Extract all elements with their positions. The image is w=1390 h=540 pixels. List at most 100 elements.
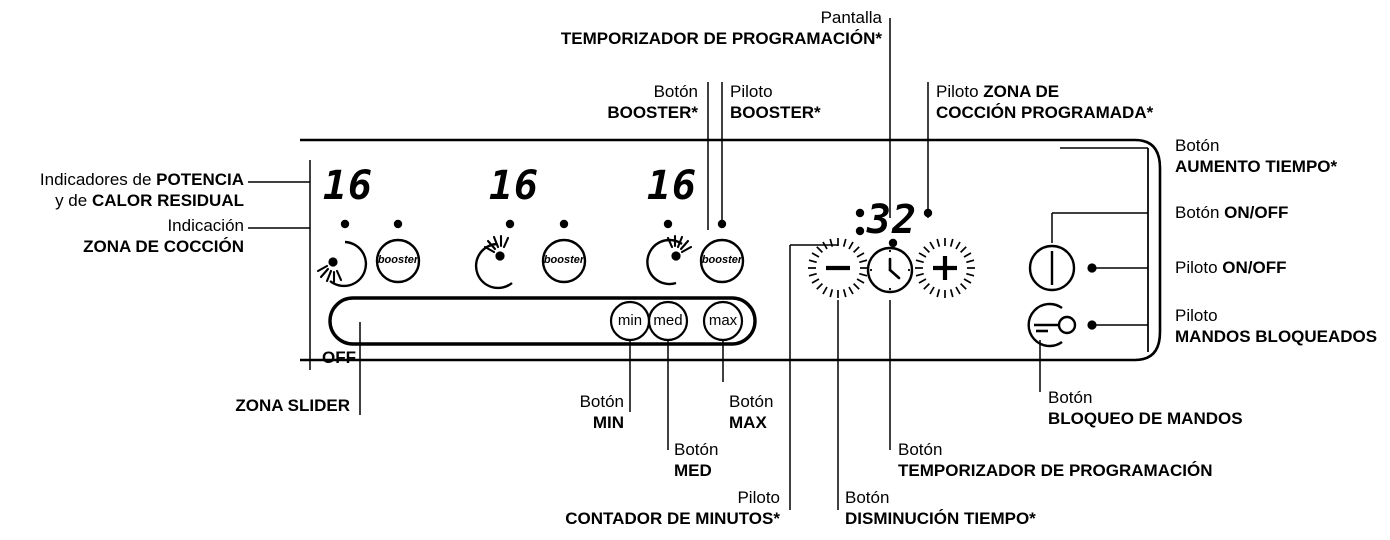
cooking-zone-knob-icon — [474, 242, 513, 290]
slider-max-label[interactable]: max — [708, 312, 738, 329]
callout-boton-bloqueo: Botón BLOQUEO DE MANDOS — [1048, 388, 1348, 430]
timer-clock-button[interactable] — [866, 246, 914, 294]
callout-piloto-onoff-normal: Piloto — [1175, 258, 1223, 277]
callout-boton-booster: Botón BOOSTER* — [480, 82, 698, 124]
callout-contador-line2: CONTADOR DE MINUTOS* — [565, 508, 780, 528]
callout-boton-med: Botón MED — [674, 440, 798, 482]
cooking-zone-1 — [316, 219, 421, 288]
slider-zone[interactable] — [328, 296, 757, 346]
callout-disminucion-line1: Botón — [845, 488, 890, 507]
timer-colon-dot-top — [855, 208, 865, 218]
callout-boton-aumento: Botón AUMENTO TIEMPO* — [1175, 136, 1390, 178]
callout-disminucion-line2: DISMINUCIÓN TIEMPO* — [845, 508, 1036, 528]
callout-piloto-booster-line1: Piloto — [730, 82, 773, 101]
zone-2-pilot-dot — [505, 219, 515, 229]
callout-zona-prog-line1-normal: Piloto — [936, 82, 984, 101]
callout-bloqueo-line2: BLOQUEO DE MANDOS — [1048, 408, 1243, 428]
cooking-zone-2 — [474, 219, 587, 290]
callout-piloto-onoff: Piloto ON/OFF — [1175, 258, 1390, 279]
callout-mandos-line1: Piloto — [1175, 306, 1218, 325]
leader-lines — [248, 18, 1149, 510]
cooking-zone-3 — [646, 219, 745, 286]
zone-3-booster-label: booster — [701, 254, 743, 266]
callout-zona-slider: ZONA SLIDER — [120, 396, 350, 417]
controls-lock-pilot-dot — [1087, 320, 1097, 330]
key-lock-icon — [1027, 302, 1063, 348]
callout-zona-coccion: Indicación ZONA DE COCCIÓN — [0, 216, 244, 258]
callout-potencia-line1-normal: Indicadores de — [39, 170, 157, 189]
callout-potencia-line2-normal: y de — [55, 190, 92, 210]
callout-aumento-line2: AUMENTO TIEMPO* — [1175, 156, 1338, 176]
callout-piloto-zona-programada: Piloto ZONA DE COCCIÓN PROGRAMADA* — [936, 82, 1276, 124]
control-panel-outline — [300, 138, 1162, 362]
zone-3-booster-pilot-dot — [717, 219, 727, 229]
callout-zona-coccion-line1: Indicación — [167, 216, 244, 235]
clock-icon — [866, 246, 914, 294]
programmed-zone-pilot-dot — [923, 208, 933, 218]
callout-potencia-line2-bold: CALOR RESIDUAL — [91, 190, 244, 210]
callout-piloto-booster-line2: BOOSTER* — [730, 102, 821, 122]
callout-piloto-mandos-bloqueados: Piloto MANDOS BLOQUEADOS — [1175, 306, 1390, 348]
zone-1-booster-pilot-dot — [393, 219, 403, 229]
callout-med-line2: MED — [674, 460, 712, 480]
callout-temporizador-line1: Botón — [898, 440, 943, 459]
slider-med-circle[interactable] — [647, 300, 689, 342]
callout-min-line1: Botón — [579, 392, 624, 411]
cooking-zone-knob-icon — [329, 240, 368, 288]
timer-minute-counter-pilot-dot — [888, 238, 898, 248]
callout-potencia: Indicadores de POTENCIA y de CALOR RESID… — [0, 170, 244, 212]
zone-1-booster-label: booster — [377, 254, 419, 266]
zone-1-power-display: 16 — [322, 163, 374, 209]
callout-zona-coccion-line2: ZONA DE COCCIÓN — [83, 236, 244, 256]
zone-2-booster-button[interactable] — [541, 238, 587, 284]
zone-1-knob-button[interactable] — [316, 240, 368, 288]
zone-1-booster-button[interactable] — [375, 238, 421, 284]
callout-piloto-booster: Piloto BOOSTER* — [730, 82, 950, 124]
callout-boton-max: Botón MAX — [729, 392, 853, 434]
callout-boton-onoff-bold: ON/OFF — [1224, 203, 1289, 222]
timer-colon-dot-bottom — [855, 226, 865, 236]
callout-boton-temporizador: Botón TEMPORIZADOR DE PROGRAMACIÓN — [898, 440, 1278, 482]
callout-zona-prog-line2: COCCIÓN PROGRAMADA* — [936, 102, 1154, 122]
callout-boton-onoff-normal: Botón — [1175, 203, 1225, 222]
callout-boton-booster-line2: BOOSTER* — [607, 102, 698, 122]
controls-lock-button[interactable] — [1027, 302, 1077, 348]
callout-boton-onoff: Botón ON/OFF — [1175, 203, 1390, 224]
zone-3-booster-button[interactable] — [699, 238, 745, 284]
zone-1-pilot-dot — [340, 219, 350, 229]
zone-3-pilot-dot — [663, 219, 673, 229]
zone-2-booster-label: booster — [543, 254, 585, 266]
callout-piloto-onoff-bold: ON/OFF — [1222, 258, 1287, 277]
callout-temporizador-line2: TEMPORIZADOR DE PROGRAMACIÓN — [898, 460, 1213, 480]
power-onoff-button[interactable] — [1028, 244, 1076, 292]
callout-mandos-line2: MANDOS BLOQUEADOS — [1175, 326, 1378, 346]
slider-off-label: OFF — [322, 348, 356, 367]
timer-display-value: 32 — [866, 197, 918, 243]
callout-pantalla-line1: Pantalla — [820, 8, 882, 27]
timer-display-indicators — [855, 208, 933, 248]
callout-min-line2: MIN — [592, 412, 624, 432]
zone-3-knob-button[interactable] — [646, 234, 693, 286]
zone-2-power-display: 16 — [488, 163, 540, 209]
callout-max-line2: MAX — [729, 412, 767, 432]
callout-bloqueo-line1: Botón — [1048, 388, 1093, 407]
zone-2-knob-button[interactable] — [474, 234, 513, 290]
callout-zona-prog-line1-bold: ZONA DE — [983, 82, 1060, 101]
callout-temporizador-pantalla: Pantalla TEMPORIZADOR DE PROGRAMACIÓN* — [380, 8, 882, 50]
callout-boton-min: Botón MIN — [500, 392, 624, 434]
timer-plus-button[interactable] — [914, 237, 976, 299]
cooking-zone-knob-icon — [646, 238, 683, 286]
slider-min-label[interactable]: min — [617, 312, 643, 329]
callout-med-line1: Botón — [674, 440, 719, 459]
slider-med-label[interactable]: med — [653, 312, 683, 329]
power-onoff-pilot-dot — [1087, 263, 1097, 273]
slider-track — [328, 296, 757, 346]
callout-aumento-line1: Botón — [1175, 136, 1220, 155]
slider-max-circle[interactable] — [702, 300, 744, 342]
callout-pantalla-line2: TEMPORIZADOR DE PROGRAMACIÓN* — [560, 28, 882, 48]
callout-potencia-line1-bold: POTENCIA — [156, 170, 244, 189]
timer-minus-button[interactable] — [807, 237, 869, 299]
callout-zona-slider-label: ZONA SLIDER — [235, 396, 350, 415]
